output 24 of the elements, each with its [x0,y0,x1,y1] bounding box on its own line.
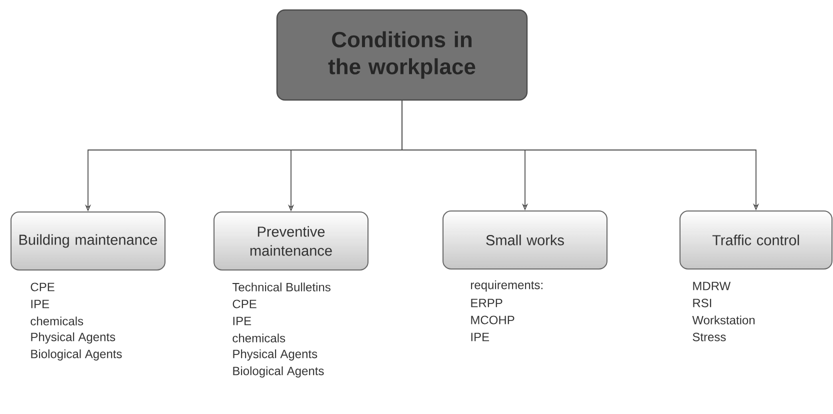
list-item: Workstation [692,316,755,324]
list-item: IPE [471,332,490,342]
list-item: RSI [693,298,712,308]
list-item: MDRW [693,282,731,290]
category-box: Preventive maintenance [214,212,368,270]
list-item: Stress [692,332,726,342]
list-item: Biological Agents [31,349,122,361]
list-item: IPE [233,316,252,326]
list-item: Physical Agents [31,332,116,344]
category-box: Building maintenance [10,212,166,270]
list-item: MCOHP [471,316,514,324]
title-box: Conditions in the workplace [276,9,528,101]
list-item: Physical Agents [233,349,318,361]
list-item: chemicals [232,334,286,342]
list-item: Biological Agents [233,366,324,378]
list-item: chemicals [30,316,84,326]
category-box: Traffic control [680,210,832,270]
list-item: CPE [30,282,54,292]
list-item: CPE [232,300,256,308]
list-item: ERPP [471,298,502,308]
category-box: Small works [442,210,608,270]
list-item: Technical Bulletins [232,282,330,292]
list-item: IPE [31,300,50,308]
list-item: requirements: [471,280,542,292]
